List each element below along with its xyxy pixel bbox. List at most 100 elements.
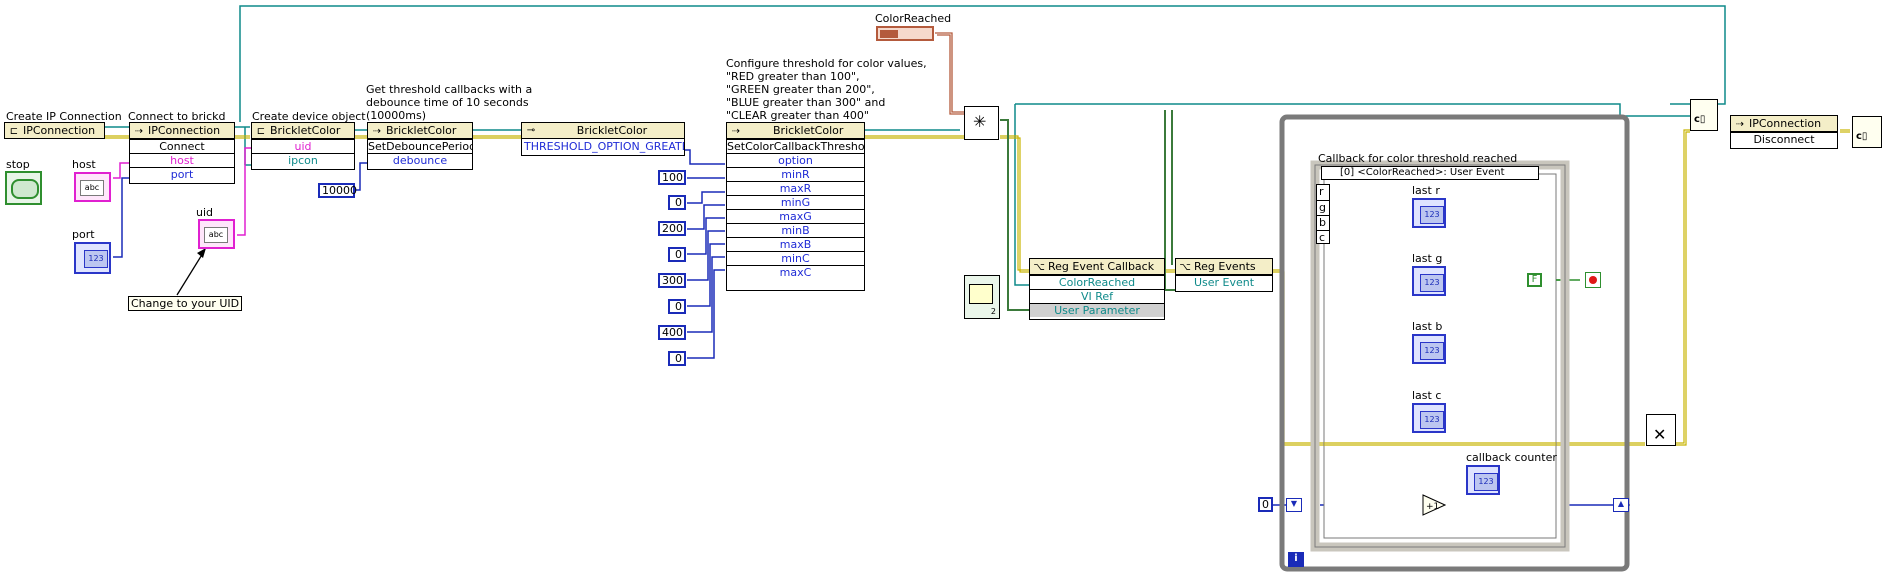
last-c-indicator[interactable]: 123 [1412,403,1446,433]
threshold-const-0b[interactable]: 0 [668,247,686,262]
threshold-param-maxb: maxB [727,237,864,251]
false-constant[interactable]: F [1527,273,1542,287]
connect-node[interactable]: ⇢IPConnection Connect host port [129,122,235,184]
label-host: host [72,158,96,171]
close-reference-node-2[interactable]: c▯ [1852,116,1882,148]
close-ref-icon: c▯ [1694,114,1706,125]
constructor-icon: ⊏ [9,126,19,137]
reg-callback-param-colorreached[interactable]: ColorReached [1030,275,1164,289]
loop-stop-terminal[interactable] [1585,272,1601,288]
label-create-device: Create device object [252,110,366,123]
loop-init-constant[interactable]: 0 [1258,497,1273,512]
threshold-const-200[interactable]: 200 [658,221,686,236]
threshold-enum-value: THRESHOLD_OPTION_GREATER [524,140,684,153]
close-ref-icon: c▯ [1856,131,1868,142]
register-icon: ⌥ [1033,262,1045,273]
label-uid: uid [196,206,214,219]
close-reference-node-1[interactable]: c▯ [1690,99,1718,131]
unbundle-g: g [1317,200,1329,214]
label-last-b: last b [1412,320,1443,333]
constructor-icon: ⊏ [256,126,266,137]
last-b-indicator[interactable]: 123 [1412,334,1446,364]
threshold-param-maxr: maxR [727,181,864,195]
threshold-enum-node[interactable]: ⊸BrickletColor THRESHOLD_OPTION_GREATER [521,122,685,156]
comment-change-uid: Change to your UID [128,296,243,311]
comment-threshold-2: "RED greater than 100", [726,70,860,83]
threshold-header: ⇢BrickletColor [726,122,865,139]
threshold-const-300[interactable]: 300 [658,273,686,288]
reg-events-header: ⌥Reg Events [1175,258,1273,275]
unbundle-node[interactable]: r g b c [1316,184,1330,244]
shift-register-right[interactable]: ▲ [1613,498,1629,512]
disconnect-node[interactable]: ⇢IPConnection Disconnect [1730,115,1838,149]
connect-param-host: host [130,153,234,167]
label-last-c: last c [1412,389,1442,402]
threshold-param-option: option [727,153,864,167]
color-reached-event-constant[interactable] [876,26,934,41]
reg-event-callback-node[interactable]: ⌥Reg Event Callback ColorReached VI Ref … [1029,258,1165,320]
event-case-label: [0] <ColorReached>: User Event [1340,167,1505,178]
debounce-constant[interactable]: 10000 [318,183,357,198]
label-connect-brickd: Connect to brickd [128,110,226,123]
last-r-indicator[interactable]: 123 [1412,198,1446,228]
label-last-r: last r [1412,184,1440,197]
threshold-param-minb: minB [727,223,864,237]
stop-icon [11,179,39,199]
reg-callback-header: ⌥Reg Event Callback [1029,258,1165,275]
uid-control[interactable]: abc [198,219,235,249]
destroy-user-event-node[interactable]: ✕ [1646,414,1676,446]
threshold-const-0d[interactable]: 0 [668,351,686,366]
threshold-param-maxg: maxG [727,209,864,223]
bricklet-constructor[interactable]: ⊏BrickletColor uid ipcon [251,122,355,170]
label-last-g: last g [1412,252,1443,265]
ipconnection-constructor[interactable]: ⊏IPConnection [4,122,105,139]
debounce-node[interactable]: ⇢BrickletColor SetDebouncePeriod debounc… [367,122,473,170]
bricklet-param-ipcon: ipcon [252,153,354,167]
invoke-icon: ⇢ [372,126,382,137]
disconnect-method: Disconnect [1731,132,1837,146]
string-icon: abc [204,227,228,243]
host-control[interactable]: abc [74,172,111,202]
threshold-const-100[interactable]: 100 [658,170,686,185]
unbundle-b: b [1317,215,1329,229]
label-create-ip: Create IP Connection [6,110,122,123]
connect-header: ⇢IPConnection [129,122,235,139]
port-control[interactable]: 123 [74,242,111,274]
register-icon: ⌥ [1179,262,1191,273]
comment-threshold-1: Configure threshold for color values, [726,57,927,70]
callback-vi-icon [969,284,993,304]
threshold-enum-header: ⊸BrickletColor [521,122,685,139]
reg-events-node[interactable]: ⌥Reg Events User Event [1175,258,1273,292]
threshold-const-0c[interactable]: 0 [668,299,686,314]
invoke-icon: ⇢ [134,126,144,137]
label-color-reached: ColorReached [875,12,952,25]
callback-counter-indicator[interactable]: 123 [1466,465,1500,495]
shift-register-left[interactable]: ▼ [1286,498,1302,512]
debounce-method: SetDebouncePeriod [368,139,472,153]
stop-button-control[interactable] [5,171,42,205]
numeric-icon: 123 [1420,206,1444,224]
bricklet-ctor-header: ⊏BrickletColor [251,122,355,139]
create-user-event-node[interactable]: ✳ [964,106,999,140]
label-port: port [72,228,95,241]
key-icon: ⊸ [526,125,536,136]
numeric-icon: 123 [84,250,108,268]
loop-index-terminal: i [1288,552,1304,567]
unbundle-c: c [1317,230,1329,244]
increment-icon: +1 [1422,494,1446,516]
last-g-indicator[interactable]: 123 [1412,266,1446,296]
comment-threshold-5: "CLEAR greater than 400" [726,109,869,122]
stop-sign-icon [1589,276,1597,284]
svg-text:+1: +1 [1426,502,1439,512]
disconnect-header: ⇢IPConnection [1730,115,1838,132]
increment-node[interactable]: +1 [1422,494,1446,516]
reg-events-param[interactable]: User Event [1176,275,1272,289]
threshold-node[interactable]: ⇢BrickletColor SetColorCallbackThreshold… [726,122,865,291]
label-callback-counter: callback counter [1466,451,1557,464]
threshold-const-0a[interactable]: 0 [668,195,686,210]
event-case-selector[interactable]: [0] <ColorReached>: User Event [1321,166,1539,180]
threshold-param-minr: minR [727,167,864,181]
vi-ref-node[interactable]: 2 [964,275,1000,319]
vi-ref-number: 2 [990,307,996,316]
threshold-const-400[interactable]: 400 [658,325,686,340]
